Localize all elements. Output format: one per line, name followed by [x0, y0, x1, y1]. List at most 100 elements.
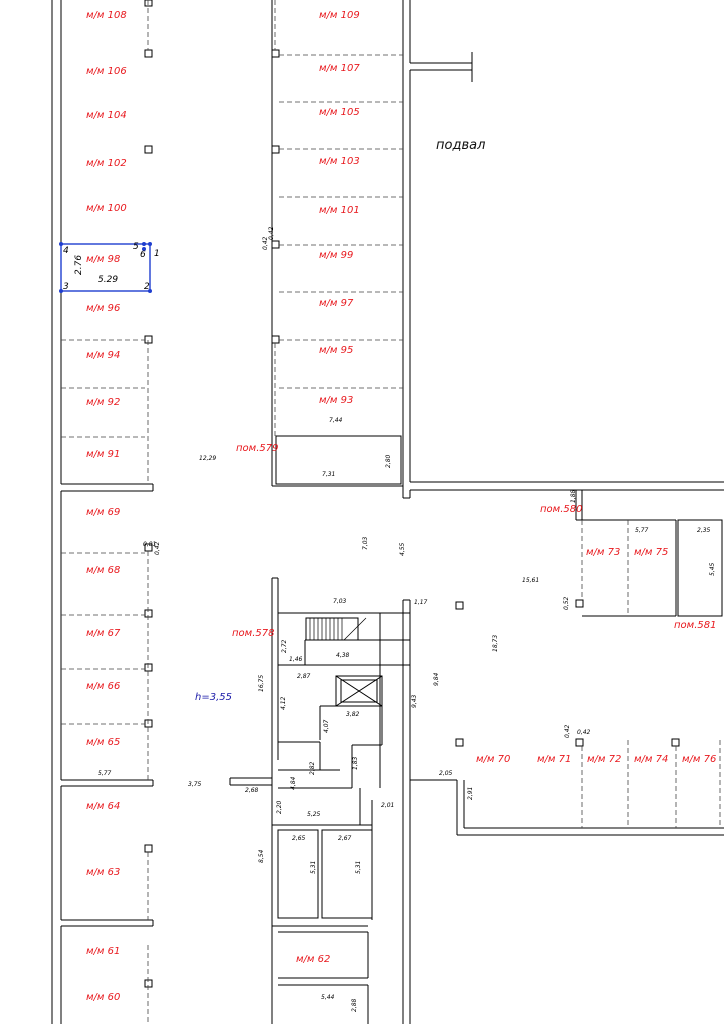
space-label-73: м/м 73 [586, 547, 621, 558]
dimension-label: 8,54 [258, 849, 265, 863]
dimension-label: 0,42 [268, 226, 275, 240]
room-label-578: пом.578 [232, 628, 275, 639]
dimension-label: 7,03 [362, 536, 369, 550]
space-label-63: м/м 63 [86, 867, 121, 878]
selection-corner-6: 6 [140, 250, 146, 260]
space-label-105: м/м 105 [319, 107, 360, 118]
parking-dividers [61, 0, 721, 1024]
space-label-97: м/м 97 [319, 298, 354, 309]
dimension-label: 3,82 [346, 711, 360, 718]
space-label-94: м/м 94 [86, 350, 121, 361]
basement-label: подвал [436, 138, 486, 153]
space-label-71: м/м 71 [537, 754, 572, 765]
space-label-95: м/м 95 [319, 345, 354, 356]
space-label-60: м/м 60 [86, 992, 121, 1003]
dimension-label: 1,46 [289, 656, 303, 663]
space-label-72: м/м 72 [587, 754, 622, 765]
dimension-label: 0,42 [154, 541, 161, 555]
space-label-99: м/м 99 [319, 250, 354, 261]
dimension-label: 5,77 [98, 770, 112, 777]
dimension-label: 4,55 [399, 542, 406, 556]
space-label-98: м/м 98 [86, 254, 121, 265]
space-label-104: м/м 104 [86, 110, 127, 121]
space-label-64: м/м 64 [86, 801, 121, 812]
dimension-label: 12,29 [199, 455, 217, 462]
dimension-label: 5,31 [355, 860, 362, 874]
space-label-100: м/м 100 [86, 203, 127, 214]
stair-treads [309, 617, 367, 641]
space-label-106: м/м 106 [86, 66, 127, 77]
space-label-67: м/м 67 [86, 628, 121, 639]
space-label-109: м/м 109 [319, 10, 360, 21]
dimension-label: 1,83 [352, 756, 359, 770]
space-label-102: м/м 102 [86, 158, 127, 169]
space-label-103: м/м 103 [319, 156, 360, 167]
selection-rectangle[interactable] [59, 242, 152, 293]
room-label-581: пом.581 [674, 620, 717, 631]
dimension-label: 5,25 [307, 811, 321, 818]
dimension-label: 3,75 [188, 781, 202, 788]
selection-corner-1: 1 [154, 249, 160, 259]
dimension-label: 5,44 [321, 994, 335, 1001]
dimension-label: 2,72 [281, 639, 288, 653]
space-label-68: м/м 68 [86, 565, 121, 576]
dimension-label: 4,12 [280, 696, 287, 710]
dimension-label: 1,17 [414, 599, 428, 606]
dimension-label: 2,05 [439, 770, 453, 777]
selection-corner-5: 5 [133, 242, 139, 252]
selection-height: 2.76 [74, 254, 84, 275]
selection-corner-3: 3 [63, 282, 69, 292]
space-label-108: м/м 108 [86, 10, 127, 21]
dimension-label: 16,75 [258, 674, 265, 692]
space-label-62: м/м 62 [296, 954, 331, 965]
dimension-label: 2,68 [245, 787, 259, 794]
dimension-label: 2,01 [381, 802, 395, 809]
dimension-label: 9,43 [411, 694, 418, 708]
space-label-69: м/м 69 [86, 507, 121, 518]
dimension-label: 5,45 [709, 562, 716, 576]
walls [51, 0, 724, 1024]
space-label-96: м/м 96 [86, 303, 121, 314]
space-label-65: м/м 65 [86, 737, 121, 748]
room-label-579: пом.579 [236, 443, 279, 454]
space-label-70: м/м 70 [476, 754, 511, 765]
dimension-label: 4,84 [290, 776, 297, 790]
dimension-label: 0,52 [563, 596, 570, 610]
space-label-75: м/м 75 [634, 547, 669, 558]
space-label-74: м/м 74 [634, 754, 669, 765]
dimension-label: 2,65 [292, 835, 306, 842]
dimension-label: 2,88 [351, 998, 358, 1012]
columns [144, 0, 680, 988]
selection-corner-2: 2 [144, 282, 150, 292]
dimension-label: 0,81 [143, 541, 157, 548]
dimension-label: 15,61 [522, 577, 540, 584]
space-label-101: м/м 101 [319, 205, 360, 216]
dimension-label: 2,82 [309, 761, 316, 775]
selection-width: 5.29 [98, 275, 119, 285]
dimension-label: 2,91 [467, 786, 474, 800]
dimension-label: 0,42 [564, 724, 571, 738]
dimension-label: 2,35 [697, 527, 711, 534]
dimension-label: 9,84 [433, 672, 440, 686]
dimension-label: 5,31 [310, 860, 317, 874]
space-label-93: м/м 93 [319, 395, 354, 406]
dimension-label: 2,20 [276, 800, 283, 814]
dimension-label: 7,31 [322, 471, 336, 478]
dimension-label: 18,73 [492, 634, 499, 652]
space-label-76: м/м 76 [682, 754, 717, 765]
dimension-label: 4,38 [336, 652, 350, 659]
dimension-label: 4,07 [323, 719, 330, 733]
space-label-92: м/м 92 [86, 397, 121, 408]
dimension-label: 1,88 [570, 489, 577, 503]
space-label-66: м/м 66 [86, 681, 121, 692]
space-label-107: м/м 107 [319, 63, 360, 74]
dimension-label: 0,42 [577, 729, 591, 736]
space-label-91: м/м 91 [86, 449, 121, 460]
dimension-label: 2,87 [297, 673, 311, 680]
dimension-label: 7,03 [333, 598, 347, 605]
room-label-580: пом.580 [540, 504, 583, 515]
ceiling-height-note: h=3,55 [195, 692, 232, 703]
dimension-label: 2,67 [338, 835, 352, 842]
